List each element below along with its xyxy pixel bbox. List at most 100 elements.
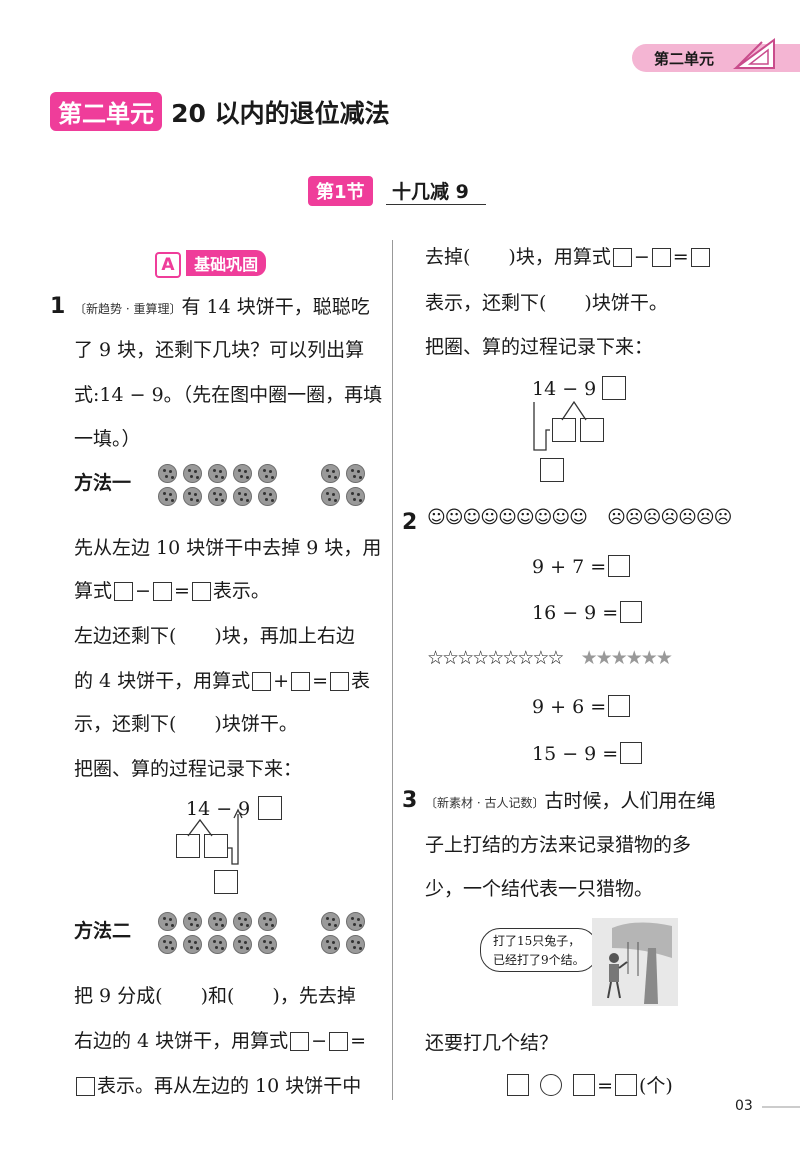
star-filled-icon: ★ <box>595 647 613 669</box>
diagram-lines <box>187 808 243 865</box>
answer-box[interactable] <box>612 248 632 267</box>
section-title: 十几减 9 <box>392 181 469 203</box>
smiley-icon: ☺ <box>569 507 588 528</box>
cookie-icon[interactable] <box>346 912 365 931</box>
answer-box[interactable] <box>507 1074 529 1096</box>
smiley-icon: ☺ <box>480 507 499 528</box>
m2-line-2: 右边的 4 块饼干，用算式−= <box>74 1030 367 1052</box>
cookie-icon[interactable] <box>233 935 252 954</box>
cookie-icon[interactable] <box>321 935 340 954</box>
answer-box[interactable] <box>602 376 626 400</box>
q3-line-3: 少，一个结代表一只猎物。 <box>425 878 654 900</box>
answer-box[interactable] <box>608 695 631 717</box>
answer-box[interactable] <box>329 1032 349 1051</box>
subsection-letter: A <box>155 252 181 278</box>
m1-line-4: 的 4 块饼干，用算式+=表 <box>74 670 371 692</box>
operator-circle[interactable] <box>540 1074 563 1096</box>
frown-icon: ☹ <box>607 507 626 528</box>
answer-box[interactable] <box>176 834 200 858</box>
star-outline-icon: ☆ <box>517 647 534 669</box>
answer-box[interactable] <box>540 458 564 482</box>
answer-box[interactable] <box>552 418 576 442</box>
answer-box[interactable] <box>204 834 228 858</box>
answer-box[interactable] <box>620 601 643 623</box>
q2-equation-2: 16 − 9 = <box>532 600 644 626</box>
cookie-group-left-1 <box>155 464 285 510</box>
cookie-icon[interactable] <box>321 912 340 931</box>
cookie-icon[interactable] <box>346 935 365 954</box>
cookie-icon[interactable] <box>183 487 202 506</box>
answer-box[interactable] <box>152 582 172 601</box>
cookie-icon[interactable] <box>158 935 177 954</box>
cookie-icon[interactable] <box>183 912 202 931</box>
ruler-triangle-icon <box>732 38 775 69</box>
answer-box[interactable] <box>258 796 282 820</box>
frown-icon: ☹ <box>624 507 644 528</box>
question-1-number: 1 <box>50 294 66 319</box>
cookie-icon[interactable] <box>321 487 340 506</box>
answer-box[interactable] <box>114 582 134 601</box>
answer-box[interactable] <box>214 870 238 894</box>
subsection-heading: A 基础巩固 <box>155 250 267 278</box>
cookie-icon[interactable] <box>158 464 177 483</box>
star-filled-icon: ★ <box>640 647 658 669</box>
answer-box[interactable] <box>76 1077 95 1096</box>
cookie-icon[interactable] <box>208 487 227 506</box>
question-2-number: 2 <box>402 510 418 535</box>
cookie-icon[interactable] <box>346 487 365 506</box>
cookie-group-left-2 <box>155 912 285 958</box>
cookie-icon[interactable] <box>258 464 277 483</box>
q3-tag: 〔新素材 · 古人记数〕 <box>425 796 545 810</box>
answer-box[interactable] <box>608 555 631 577</box>
cookie-icon[interactable] <box>233 912 252 931</box>
cookie-icon[interactable] <box>258 912 277 931</box>
answer-box[interactable] <box>252 672 272 691</box>
star-filled-icon: ★ <box>655 647 673 669</box>
answer-box[interactable] <box>573 1074 596 1096</box>
cookie-icon[interactable] <box>346 464 365 483</box>
star-filled-icon: ★ <box>625 647 643 669</box>
cookie-icon[interactable] <box>158 487 177 506</box>
q3-question: 还要打几个结？ <box>425 1032 559 1054</box>
q1-line-3: 式:14 − 9。（先在图中圈一圈，再填 <box>74 384 383 406</box>
cookie-icon[interactable] <box>183 935 202 954</box>
cookie-icon[interactable] <box>158 912 177 931</box>
smiley-icon: ☺ <box>515 507 535 528</box>
method-1-label: 方法一 <box>74 472 132 494</box>
cookie-icon[interactable] <box>233 464 252 483</box>
star-outline-icon: ☆ <box>502 647 519 669</box>
cookie-icon[interactable] <box>208 464 227 483</box>
answer-box[interactable] <box>620 742 643 764</box>
star-outline-icon: ☆ <box>487 647 504 669</box>
m2-line-1: 把 9 分成( )和( )，先去掉 <box>74 985 356 1007</box>
cookie-icon[interactable] <box>183 464 202 483</box>
unit-title: 第二单元 20 以内的退位减法 <box>50 92 390 131</box>
answer-box[interactable] <box>615 1074 638 1096</box>
answer-box[interactable] <box>690 248 710 267</box>
smiley-icon: ☺ <box>533 507 553 528</box>
answer-box[interactable] <box>580 418 604 442</box>
cookie-icon[interactable] <box>208 912 227 931</box>
answer-box[interactable] <box>330 672 350 691</box>
cookie-icon[interactable] <box>258 935 277 954</box>
cookie-icon[interactable] <box>233 487 252 506</box>
cookie-icon[interactable] <box>208 935 227 954</box>
answer-box[interactable] <box>651 248 671 267</box>
m2-right-line-2: 表示，还剩下( )块饼干。 <box>425 292 668 314</box>
faces-row: ☺☺☺☺☺☺☺☺☺ ☹☹☹☹☹☹☹ <box>427 507 733 528</box>
answer-box[interactable] <box>191 582 211 601</box>
stars-row: ☆☆☆☆☆☆☆☆☆ ★★★★★★ <box>427 647 673 669</box>
m2-right-line-3: 把圈、算的过程记录下来： <box>425 336 654 358</box>
cookie-icon[interactable] <box>321 464 340 483</box>
frown-icon: ☹ <box>713 507 733 528</box>
question-3-number: 3 <box>402 788 418 813</box>
star-outline-icon: ☆ <box>532 647 549 669</box>
answer-box[interactable] <box>291 672 311 691</box>
cookie-icon[interactable] <box>258 487 277 506</box>
answer-box[interactable] <box>290 1032 310 1051</box>
section-underline <box>386 204 486 205</box>
star-outline-icon: ☆ <box>457 647 474 669</box>
m1-line-1: 先从左边 10 块饼干中去掉 9 块，用 <box>74 537 382 559</box>
q3-answer-row: =(个) <box>505 1073 673 1099</box>
star-filled-icon: ★ <box>610 647 628 669</box>
